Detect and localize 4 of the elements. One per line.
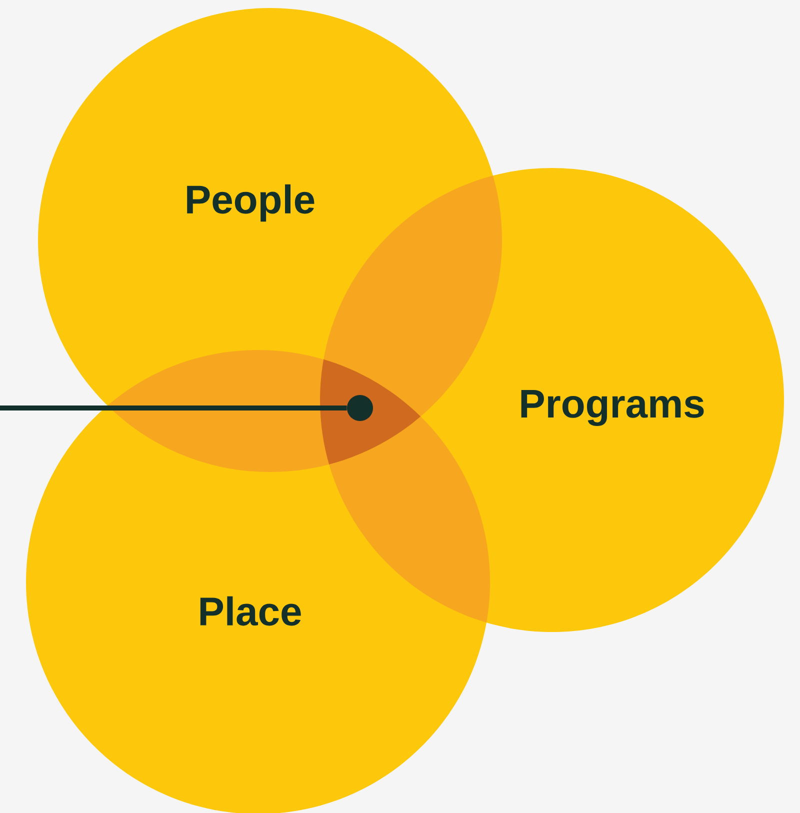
node-label: Programs <box>521 390 704 426</box>
dot-marker <box>347 395 373 421</box>
leader-line <box>0 406 347 410</box>
node-label: Place <box>200 596 301 626</box>
